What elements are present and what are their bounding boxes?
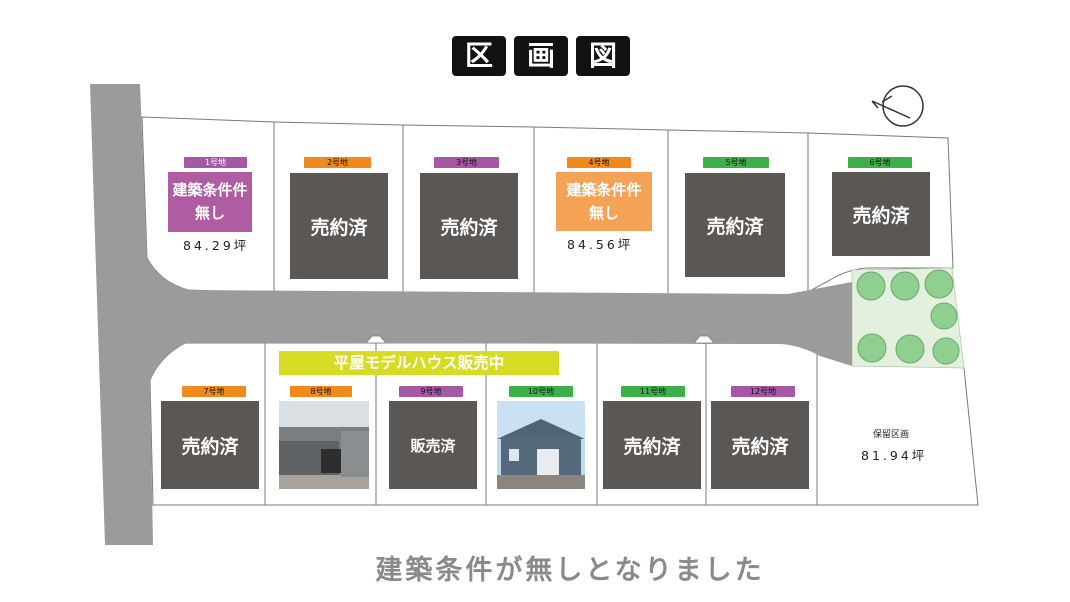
- lot-10-house-photo: [497, 401, 585, 489]
- lot-6-badge: 6号地: [848, 157, 912, 168]
- lot-4-area: 84.56坪: [567, 237, 634, 252]
- tree-icon: [924, 269, 954, 299]
- house-photo-icon: [497, 401, 585, 489]
- lot-4-status: 建築条件件無し: [556, 172, 652, 231]
- lot-7-status: 売約済: [161, 401, 259, 489]
- lot-4-status-line: 建築条件件: [566, 180, 642, 199]
- lot-9-badge: 9号地: [399, 386, 463, 397]
- lot-8-house-photo: [279, 401, 369, 489]
- title-char: 画: [514, 36, 568, 76]
- lot-4-status-line: 無し: [588, 203, 619, 222]
- lot-2-status: 売約済: [290, 173, 388, 279]
- lot-12-status: 売約済: [711, 401, 809, 489]
- lot-11-badge: 11号地: [621, 386, 685, 397]
- page-title: 区 画 図: [452, 36, 630, 76]
- lot-7-badge: 7号地: [182, 386, 246, 397]
- lot-10-badge: 10号地: [509, 386, 573, 397]
- lot-5-badge: 5号地: [703, 157, 769, 168]
- lot-2-badge: 2号地: [304, 157, 371, 168]
- lot-5-status: 売約済: [685, 173, 785, 277]
- tree-icon: [857, 333, 887, 363]
- lot-3-badge: 3号地: [434, 157, 499, 168]
- model-house-banner: 平屋モデルハウス販売中: [279, 351, 559, 375]
- lot-4-badge: 4号地: [567, 157, 631, 168]
- lot-8-badge: 8号地: [290, 386, 352, 397]
- tree-icon: [895, 334, 925, 364]
- reserved-lot-label: 保留区画: [873, 430, 910, 440]
- road-notch: [365, 335, 387, 344]
- tree-icon: [930, 302, 958, 330]
- footer-note: 建築条件が無しとなりました: [375, 555, 765, 586]
- north-arrow-icon: [871, 85, 924, 127]
- lot-6-status: 売約済: [832, 172, 930, 256]
- lot-11-status: 売約済: [603, 401, 701, 489]
- lot-12-badge: 12号地: [731, 386, 795, 397]
- house-photo-icon: [279, 401, 369, 489]
- lot-3-status: 売約済: [420, 173, 518, 279]
- tree-icon: [890, 271, 920, 301]
- lot-1-badge: 1号地: [184, 157, 247, 168]
- tree-icon: [856, 271, 886, 301]
- title-char: 図: [576, 36, 630, 76]
- road: [90, 84, 852, 545]
- lot-1-status-line: 無し: [194, 204, 225, 222]
- reserved-lot-area: 81.94坪: [861, 448, 928, 463]
- lot-1-status: 建築条件件無し: [168, 172, 252, 232]
- title-char: 区: [452, 36, 506, 76]
- lot-1-area: 84.29坪: [183, 238, 250, 253]
- lot-9-status: 販売済: [389, 401, 477, 489]
- lot-1-status-line: 建築条件件: [172, 181, 248, 199]
- tree-icon: [932, 337, 960, 365]
- road-notch: [693, 335, 715, 344]
